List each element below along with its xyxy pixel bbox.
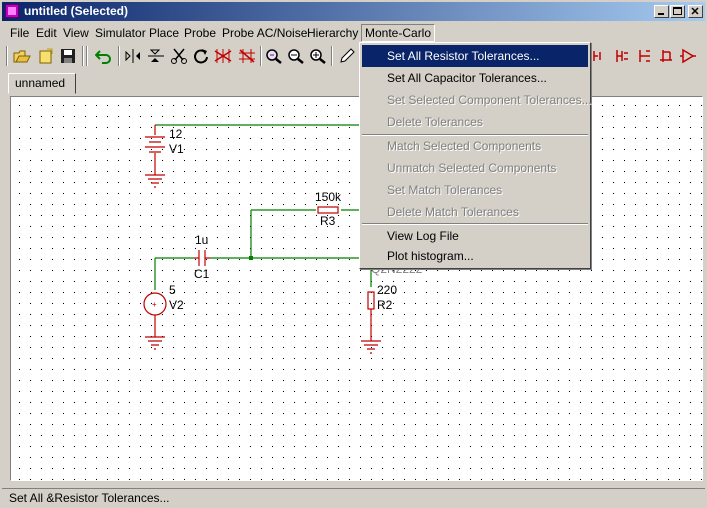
toolbar-separator xyxy=(6,46,8,66)
menuitem-unmatch-selected-components: Unmatch Selected Components xyxy=(387,161,557,175)
close-button[interactable] xyxy=(688,5,703,18)
v2-source-symbol xyxy=(143,292,167,350)
menu-monte-carlo[interactable]: Monte-Carlo xyxy=(361,24,436,42)
r3-ref-label: R3 xyxy=(320,214,336,228)
delete-wire-icon[interactable] xyxy=(213,46,233,66)
flip-vertical-icon[interactable] xyxy=(146,46,166,66)
title-bar[interactable]: untitled (Selected) xyxy=(2,2,705,21)
maximize-icon xyxy=(673,7,682,15)
menu-view[interactable]: View xyxy=(63,26,89,40)
menuitem-delete-match-tolerances: Delete Match Tolerances xyxy=(387,205,519,219)
menuitem-set-all-capacitor-tolerances[interactable]: Set All Capacitor Tolerances... xyxy=(387,71,547,85)
c1-value-label: 1u xyxy=(195,233,209,247)
v1-ref-label: V1 xyxy=(169,142,184,156)
menu-edit[interactable]: Edit xyxy=(36,26,57,40)
toolbar-separator xyxy=(331,46,333,66)
monte-carlo-dropdown: Set All Resistor Tolerances... Set All C… xyxy=(359,42,592,269)
status-bar: Set All &Resistor Tolerances... xyxy=(2,488,705,507)
status-text: Set All &Resistor Tolerances... xyxy=(9,491,170,505)
menuitem-delete-tolerances: Delete Tolerances xyxy=(387,115,483,129)
document-tabs: unnamed xyxy=(8,73,78,95)
zoom-fit-icon[interactable] xyxy=(264,46,284,66)
toolbar-separator xyxy=(82,46,84,66)
menuitem-plot-histogram[interactable]: Plot histogram... xyxy=(387,249,474,263)
minimize-icon xyxy=(658,13,664,15)
zoom-out-icon[interactable] xyxy=(286,46,306,66)
save-icon[interactable] xyxy=(58,46,78,66)
minimize-button[interactable] xyxy=(654,5,669,18)
open-folder-icon[interactable] xyxy=(12,46,32,66)
tab-unnamed[interactable]: unnamed xyxy=(8,73,76,94)
menuitem-view-log-file[interactable]: View Log File xyxy=(387,229,459,243)
c1-capacitor-symbol xyxy=(194,250,210,266)
grid-icon[interactable] xyxy=(237,46,257,66)
menuitem-match-selected-components: Match Selected Components xyxy=(387,139,542,153)
schematic-drawing[interactable]: + xyxy=(11,97,702,480)
v1-battery-symbol xyxy=(145,125,165,188)
r3-resistor-symbol xyxy=(317,206,339,214)
capacitor-icon[interactable] xyxy=(634,46,654,66)
toolbar-separator xyxy=(86,46,88,66)
wires xyxy=(154,124,372,290)
undo-icon[interactable] xyxy=(94,46,114,66)
zoom-in-icon[interactable] xyxy=(308,46,328,66)
toolbar-separator xyxy=(118,46,120,66)
r2-resistor-symbol xyxy=(361,291,381,354)
new-file-icon[interactable] xyxy=(36,46,56,66)
toolbar xyxy=(2,43,705,69)
r2-ref-label: R2 xyxy=(377,298,393,312)
menu-probe[interactable]: Probe xyxy=(184,26,217,40)
svg-text:+: + xyxy=(152,300,157,309)
cut-icon[interactable] xyxy=(169,46,189,66)
maximize-button[interactable] xyxy=(670,5,685,18)
flip-horizontal-icon[interactable] xyxy=(123,46,143,66)
rotate-icon[interactable] xyxy=(191,46,211,66)
r2-value-label: 220 xyxy=(377,283,398,297)
menu-separator xyxy=(362,223,588,225)
menu-hierarchy[interactable]: Hierarchy xyxy=(307,26,359,40)
r3-value-label: 150k xyxy=(315,190,342,204)
menu-simulator[interactable]: Simulator xyxy=(95,26,146,40)
menuitem-set-all-resistor-tolerances[interactable]: Set All Resistor Tolerances... xyxy=(362,45,588,67)
menuitem-set-match-tolerances: Set Match Tolerances xyxy=(387,183,503,197)
resistor-icon[interactable] xyxy=(612,46,632,66)
junction-dot xyxy=(249,256,253,260)
ground-icon[interactable] xyxy=(590,46,610,66)
close-icon xyxy=(691,7,699,15)
pencil-icon[interactable] xyxy=(337,46,357,66)
diode-icon[interactable] xyxy=(678,46,698,66)
inductor-icon[interactable] xyxy=(656,46,676,66)
schematic-canvas[interactable]: + 12 V1 150k R3 1u C1 5 V2 Q2N2222 220 R… xyxy=(10,96,703,481)
v1-value-label: 12 xyxy=(169,127,183,141)
app-icon[interactable] xyxy=(5,4,19,18)
c1-ref-label: C1 xyxy=(194,267,210,281)
menu-file[interactable]: File xyxy=(10,26,30,40)
v2-ref-label: V2 xyxy=(169,298,184,312)
menu-bar: File Edit View Simulator Place Probe Pro… xyxy=(2,23,705,42)
menu-probe-ac-noise[interactable]: Probe AC/Noise xyxy=(222,26,308,40)
v2-value-label: 5 xyxy=(169,283,176,297)
menu-separator xyxy=(362,134,588,136)
menuitem-set-selected-component-tolerances: Set Selected Component Tolerances... xyxy=(387,93,592,107)
menu-place[interactable]: Place xyxy=(149,26,180,40)
window-title: untitled (Selected) xyxy=(24,4,129,18)
toolbar-separator xyxy=(260,46,262,66)
